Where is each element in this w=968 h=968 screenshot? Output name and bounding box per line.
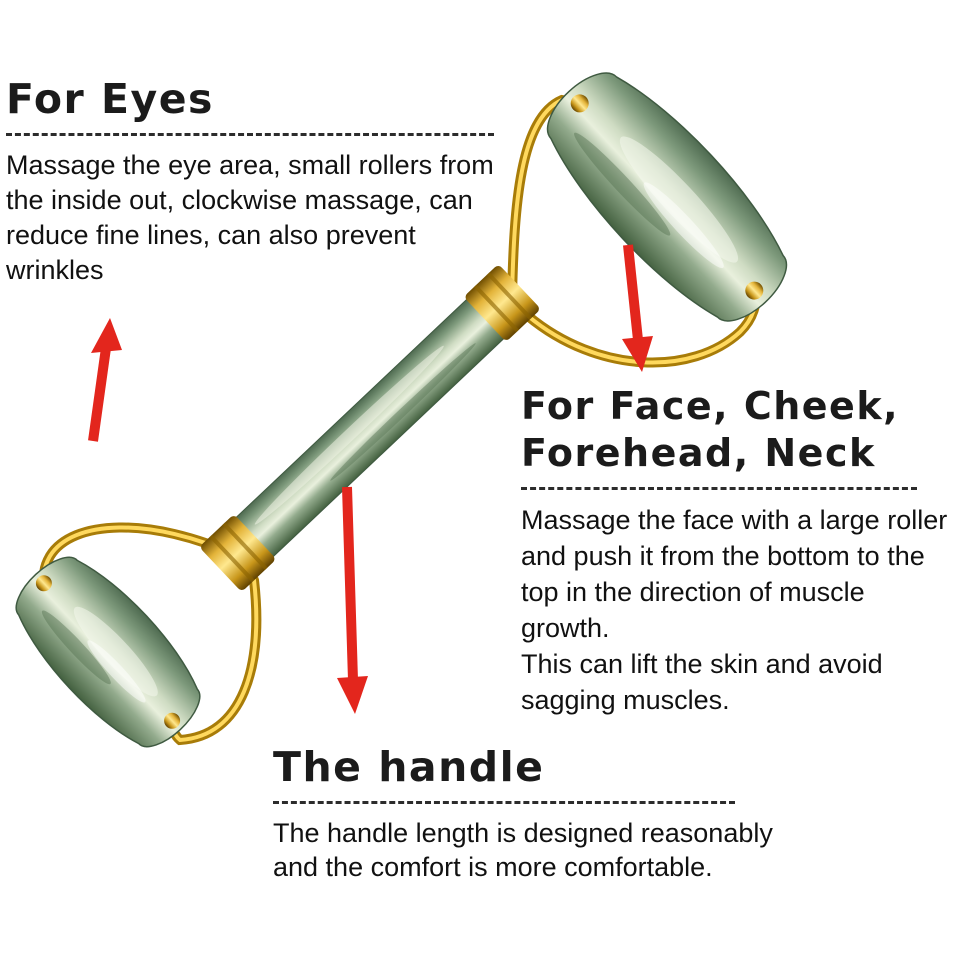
handle-section-body: The handle length is designed reasonably… — [273, 816, 783, 884]
dashed-divider — [521, 487, 917, 490]
body-line: wrinkles — [6, 255, 104, 286]
body-line: This can lift the skin and avoid — [521, 649, 883, 679]
handle-section-title: The handle — [273, 743, 545, 791]
red-arrow-handle — [337, 486, 368, 714]
red-arrow-face — [622, 244, 653, 372]
dashed-divider — [6, 133, 494, 137]
body-line: and the comfort is more comfortable. — [273, 852, 713, 883]
body-line: reduce fine lines, can also prevent — [6, 220, 416, 251]
body-line: top in the direction of muscle growth. — [521, 577, 865, 643]
eyes-section-title: For Eyes — [6, 75, 214, 123]
handle-highlight — [254, 345, 444, 525]
axle-cap — [35, 575, 52, 592]
axle-cap — [570, 94, 589, 113]
body-line: The handle length is designed reasonably — [273, 818, 773, 849]
face-section-title-line2: Forehead, Neck — [521, 431, 876, 475]
axle-cap — [745, 281, 764, 300]
body-line: Massage the face with a large roller — [521, 505, 948, 535]
body-line: and push it from the bottom to the — [521, 541, 925, 571]
handle-vein — [330, 343, 476, 481]
face-section-body: Massage the face with a large roller and… — [521, 502, 953, 718]
annotation-for-eyes: For Eyes Massage the eye area, small rol… — [6, 75, 528, 288]
axle-cap — [164, 712, 181, 729]
body-line: sagging muscles. — [521, 685, 730, 715]
small-roller — [15, 556, 201, 748]
gold-collar-small-end — [201, 516, 275, 590]
dashed-divider — [273, 801, 735, 805]
annotation-for-face: For Face, Cheek, Forehead, Neck Massage … — [521, 383, 953, 718]
eyes-section-body: Massage the eye area, small rollers from… — [6, 148, 528, 288]
large-roller — [546, 72, 788, 322]
red-arrow-eyes — [88, 318, 122, 442]
face-section-title-line1: For Face, Cheek, — [521, 384, 900, 428]
body-line: Massage the eye area, small rollers from — [6, 150, 494, 181]
gold-collar-large-end — [465, 266, 539, 340]
body-line: the inside out, clockwise massage, can — [6, 185, 473, 216]
annotation-the-handle: The handle The handle length is designed… — [273, 743, 783, 884]
roller-handle — [201, 266, 539, 590]
